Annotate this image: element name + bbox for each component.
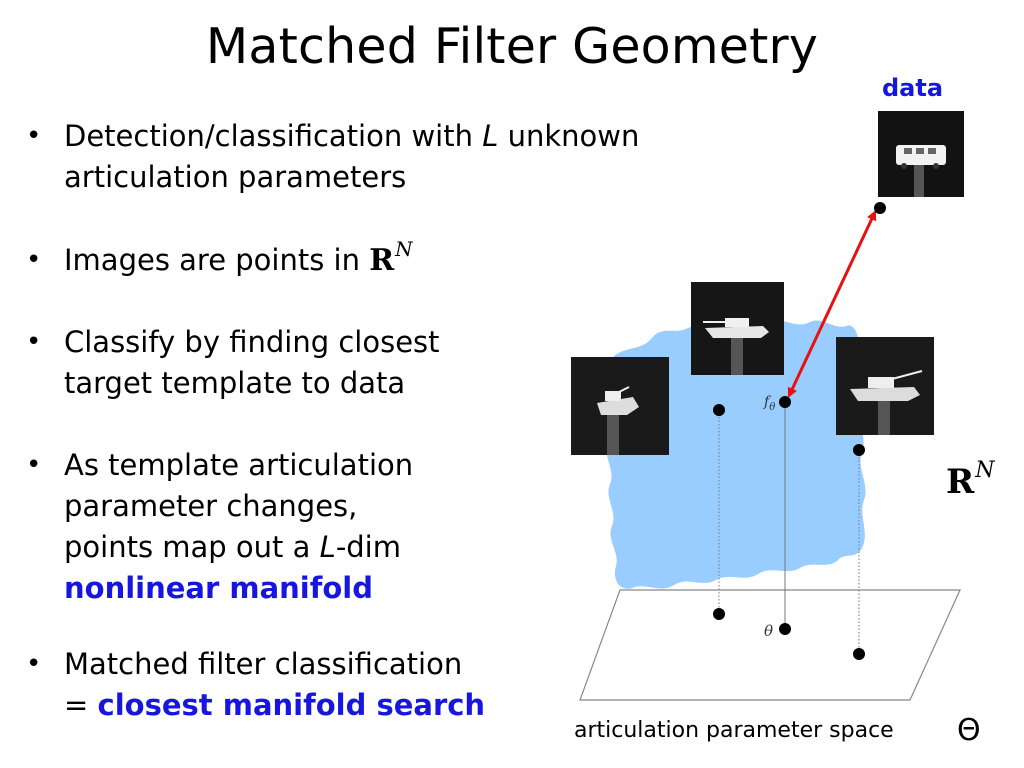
data-label: data — [882, 74, 944, 102]
bullet-text: As template articulation — [64, 448, 414, 482]
bus-image-icon — [878, 111, 964, 197]
highlight-closest-manifold-search: closest manifold search — [97, 688, 486, 722]
manifold-point-f-theta — [779, 396, 791, 408]
tank-image-icon — [571, 357, 669, 455]
parameter-space-plane — [579, 589, 961, 701]
bullet-dot: • — [26, 649, 42, 679]
theta-icon: Θ — [957, 713, 981, 748]
manifold-point — [853, 444, 865, 456]
variable-L: L — [482, 119, 499, 153]
bullet-text: Matched filter classification — [64, 647, 463, 681]
bullet-dot: • — [26, 121, 42, 151]
math-R: R — [369, 243, 395, 278]
math-R: R — [946, 462, 975, 502]
parameter-point — [713, 608, 725, 620]
manifold-point — [713, 404, 725, 416]
bullet-text: unknown — [498, 119, 640, 153]
distance-arrow — [787, 210, 877, 398]
bullet-text: parameter changes, — [64, 489, 358, 523]
math-superscript-N: N — [395, 237, 413, 261]
bullet-text: Detection/classification with — [64, 119, 483, 153]
bullet-text: target template to data — [64, 366, 406, 400]
data-point — [874, 202, 886, 214]
bullet-text: -dim — [335, 530, 401, 564]
bullet-dot: • — [26, 327, 42, 357]
slide-title: Matched Filter Geometry — [205, 18, 819, 75]
variable-L: L — [319, 530, 336, 564]
bullet-text: = — [64, 688, 98, 722]
bullet-text: Images are points in — [64, 243, 370, 277]
highlight-nonlinear-manifold: nonlinear manifold — [64, 571, 373, 605]
bullet-text: articulation parameters — [64, 160, 407, 194]
tank-image-icon — [691, 282, 784, 375]
bullet-text: points map out a — [64, 530, 320, 564]
f-theta-label: fθ — [763, 394, 775, 413]
space-label-RN: RN — [946, 458, 995, 502]
bullet-text: Classify by finding closest — [64, 325, 440, 359]
tank-image-icon — [836, 337, 934, 435]
bullet-dot: • — [26, 450, 42, 480]
parameter-point — [853, 648, 865, 660]
math-superscript-N: N — [975, 458, 995, 483]
theta-label: θ — [764, 622, 773, 640]
parameter-space-caption: articulation parameter space — [574, 718, 894, 743]
parameter-point-theta — [779, 623, 791, 635]
bullet-dot: • — [26, 245, 42, 275]
